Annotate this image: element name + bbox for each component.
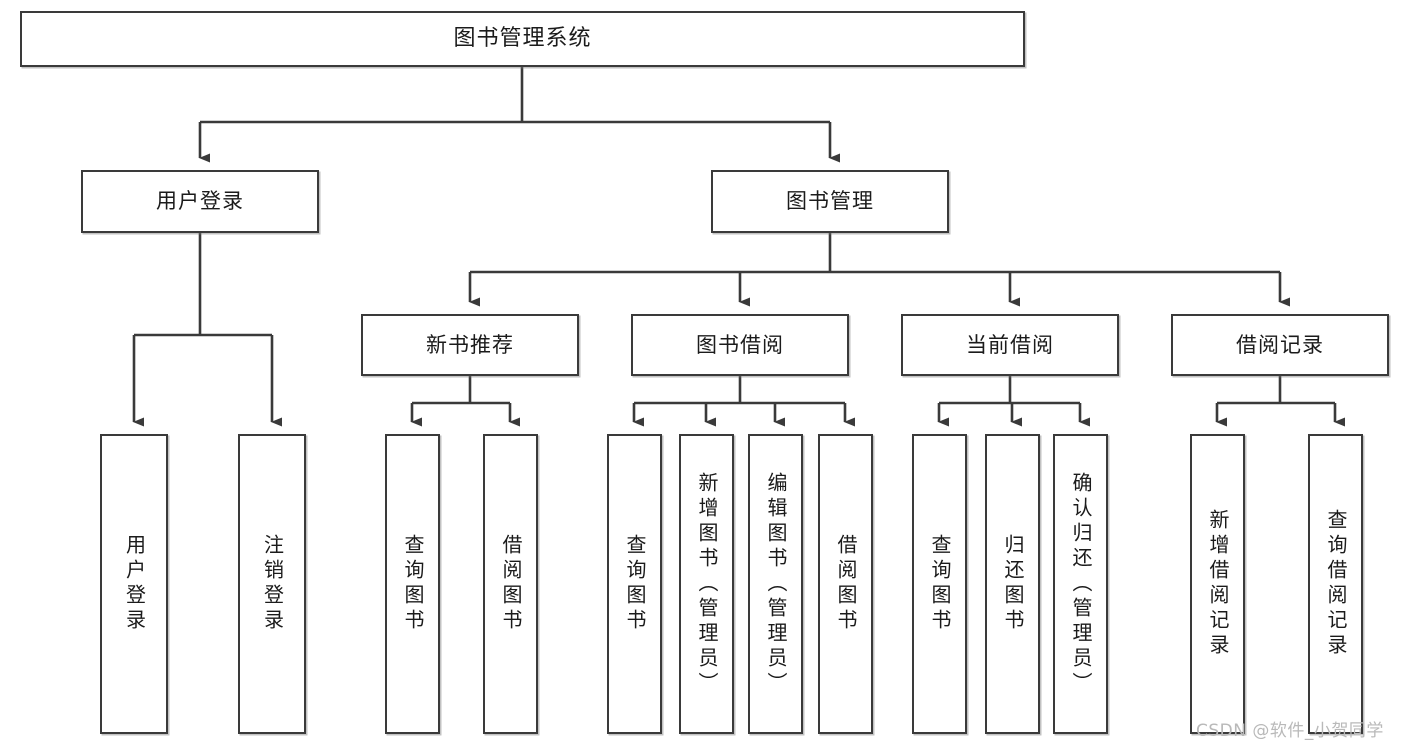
node-leaf-add-record-label: 新增借阅记录 (1206, 509, 1230, 659)
node-leaf-query-record[interactable]: 查询借阅记录 (1308, 434, 1363, 734)
node-leaf-query-book-rec-label: 查询图书 (401, 534, 425, 634)
node-root-label: 图书管理系统 (453, 26, 592, 52)
node-leaf-add-book[interactable]: 新增图书（管理员） (679, 434, 734, 734)
node-leaf-user-login-label: 用户登录 (122, 534, 147, 634)
node-book-borrow[interactable]: 图书借阅 (631, 314, 849, 376)
node-borrow-record-label: 借阅记录 (1236, 332, 1324, 357)
node-leaf-query-book-label: 查询图书 (623, 534, 647, 634)
node-leaf-return-book[interactable]: 归还图书 (985, 434, 1040, 734)
node-leaf-borrow-book-rec-label: 借阅图书 (499, 534, 523, 634)
node-leaf-add-book-label: 新增图书（管理员） (695, 471, 719, 697)
node-leaf-borrow-book-label: 借阅图书 (834, 534, 858, 634)
node-book-manage-label: 图书管理 (786, 189, 874, 214)
node-borrow-record[interactable]: 借阅记录 (1171, 314, 1389, 376)
node-leaf-borrow-book[interactable]: 借阅图书 (818, 434, 873, 734)
node-leaf-query-book-rec[interactable]: 查询图书 (385, 434, 440, 734)
node-leaf-borrow-book-rec[interactable]: 借阅图书 (483, 434, 538, 734)
node-book-borrow-label: 图书借阅 (696, 332, 784, 357)
node-leaf-edit-book[interactable]: 编辑图书（管理员） (748, 434, 803, 734)
node-root[interactable]: 图书管理系统 (20, 11, 1025, 67)
node-leaf-logout[interactable]: 注销登录 (238, 434, 306, 734)
node-leaf-query-book-cur-label: 查询图书 (928, 534, 952, 634)
node-leaf-confirm-return[interactable]: 确认归还（管理员） (1053, 434, 1108, 734)
node-user-login-label: 用户登录 (156, 189, 244, 214)
node-leaf-edit-book-label: 编辑图书（管理员） (764, 471, 788, 697)
node-book-manage[interactable]: 图书管理 (711, 170, 949, 233)
node-leaf-query-book[interactable]: 查询图书 (607, 434, 662, 734)
node-leaf-return-book-label: 归还图书 (1001, 534, 1025, 634)
node-user-login[interactable]: 用户登录 (81, 170, 319, 233)
node-leaf-logout-label: 注销登录 (260, 534, 285, 634)
node-current-borrow[interactable]: 当前借阅 (901, 314, 1119, 376)
node-new-book-rec[interactable]: 新书推荐 (361, 314, 579, 376)
node-new-book-rec-label: 新书推荐 (426, 332, 514, 357)
node-leaf-add-record[interactable]: 新增借阅记录 (1190, 434, 1245, 734)
node-current-borrow-label: 当前借阅 (966, 332, 1054, 357)
node-leaf-query-record-label: 查询借阅记录 (1324, 509, 1348, 659)
node-leaf-user-login[interactable]: 用户登录 (100, 434, 168, 734)
node-leaf-query-book-cur[interactable]: 查询图书 (912, 434, 967, 734)
node-leaf-confirm-return-label: 确认归还（管理员） (1069, 471, 1093, 697)
